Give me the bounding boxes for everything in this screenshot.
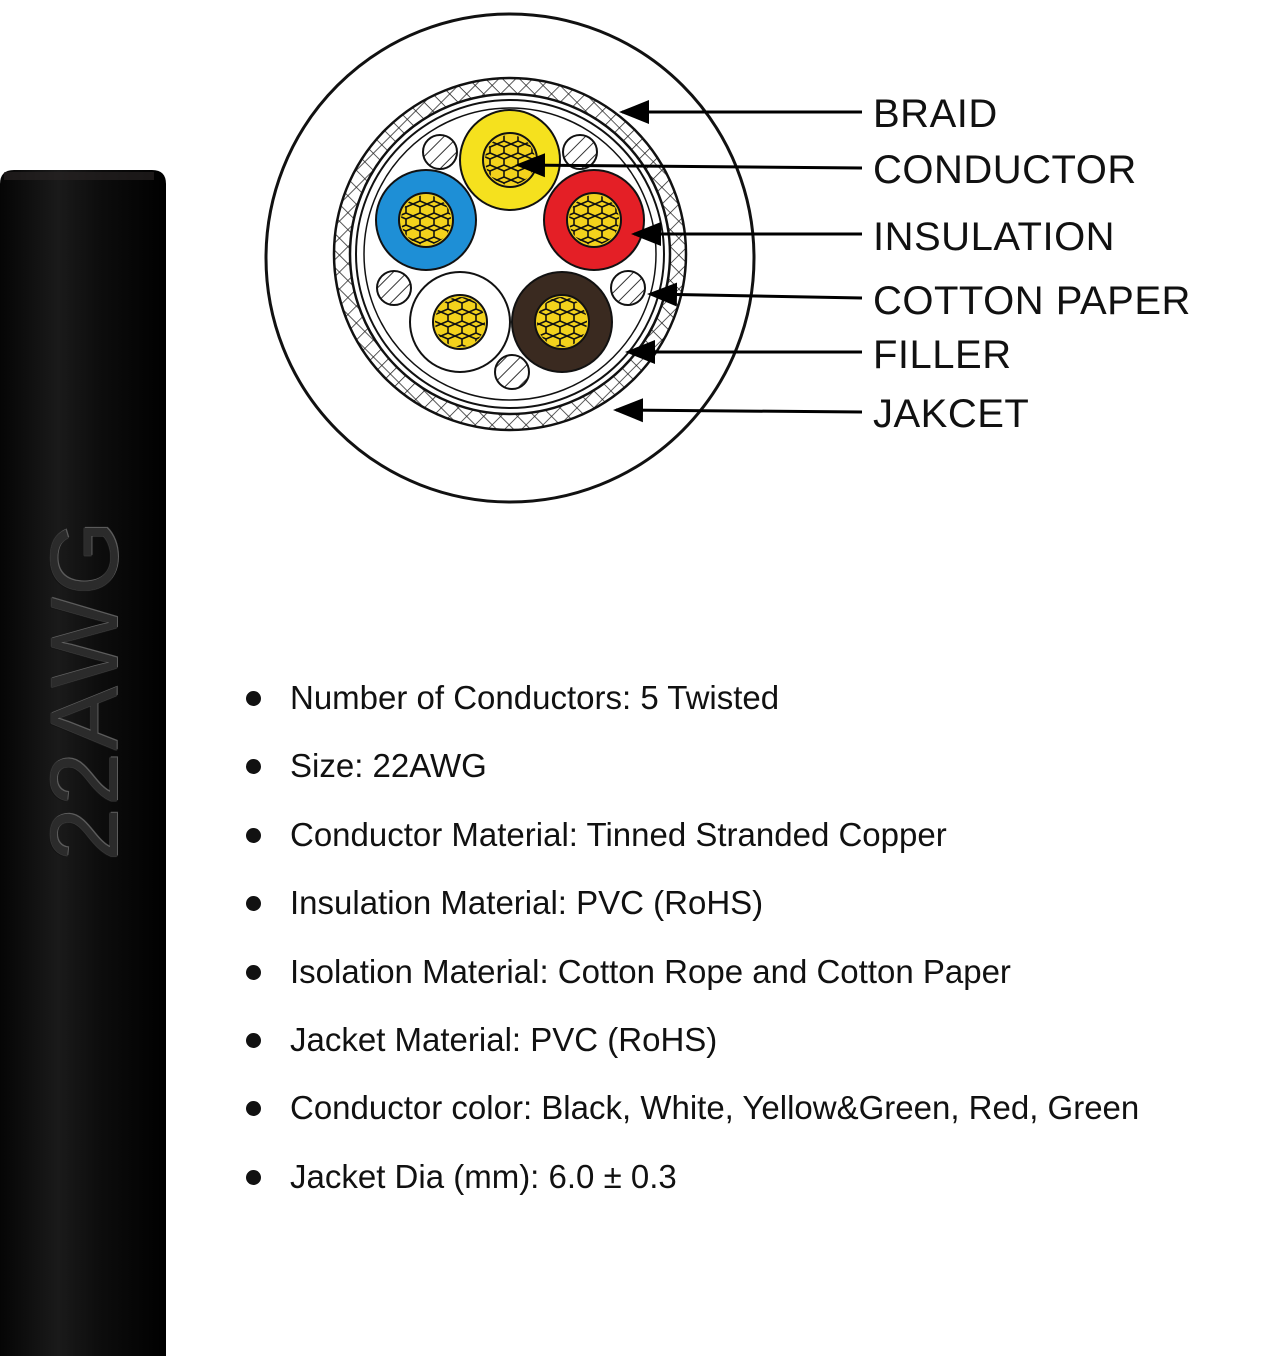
label-jacket: JAKCET bbox=[873, 392, 1030, 436]
cable-size-marking: 22AWG bbox=[31, 518, 138, 862]
cable-cross-section-diagram bbox=[264, 12, 863, 504]
bullet-icon bbox=[246, 1169, 261, 1185]
cable-photo bbox=[0, 170, 166, 1356]
conductor-leader bbox=[515, 153, 863, 178]
spec-text: Isolation Material: Cotton Rope and Cott… bbox=[290, 952, 1011, 990]
bullet-icon bbox=[246, 759, 261, 775]
label-braid: BRAID bbox=[873, 92, 998, 136]
jacket-leader bbox=[613, 398, 863, 423]
spec-item: Insulation Material: PVC (RoHS) bbox=[240, 877, 1139, 945]
bullet-icon bbox=[246, 1101, 261, 1117]
spec-text: Size: 22AWG bbox=[290, 747, 487, 785]
conductor-white bbox=[409, 271, 511, 373]
spec-item: Number of Conductors: 5 Twisted bbox=[240, 672, 1139, 740]
conductor-black bbox=[511, 271, 613, 373]
label-insulation: INSULATION bbox=[873, 215, 1116, 259]
bullet-icon bbox=[246, 827, 261, 843]
spec-item: Conductor color: Black, White, Yellow&Gr… bbox=[240, 1082, 1139, 1150]
spec-text: Insulation Material: PVC (RoHS) bbox=[290, 884, 764, 922]
cotton-paper-ring bbox=[355, 99, 665, 409]
label-cotton-paper: COTTON PAPER bbox=[873, 279, 1191, 323]
label-conductor: CONDUCTOR bbox=[873, 148, 1137, 192]
bullet-icon bbox=[246, 896, 261, 912]
spec-item: Conductor Material: Tinned Stranded Copp… bbox=[240, 809, 1139, 877]
spec-text: Conductor Material: Tinned Stranded Copp… bbox=[290, 815, 947, 853]
conductor-red bbox=[543, 169, 645, 271]
filler-group bbox=[376, 134, 646, 390]
bullet-icon bbox=[246, 691, 261, 706]
spec-list: Number of Conductors: 5 Twisted Size: 22… bbox=[240, 672, 1139, 1219]
cotton-paper-leader bbox=[647, 282, 863, 307]
spec-text: Conductor color: Black, White, Yellow&Gr… bbox=[290, 1089, 1140, 1127]
bullet-icon bbox=[246, 1032, 261, 1048]
spec-text: Number of Conductors: 5 Twisted bbox=[290, 679, 780, 716]
label-filler: FILLER bbox=[873, 333, 1012, 377]
bullet-icon bbox=[246, 964, 261, 980]
spec-text: Jacket Material: PVC (RoHS) bbox=[290, 1020, 718, 1058]
spec-text: Jacket Dia (mm): 6.0 ± 0.3 bbox=[290, 1157, 677, 1195]
spec-item: Jacket Material: PVC (RoHS) bbox=[240, 1014, 1139, 1082]
conductor-blue bbox=[375, 169, 477, 271]
spec-item: Size: 22AWG bbox=[240, 740, 1139, 808]
spec-item: Isolation Material: Cotton Rope and Cott… bbox=[240, 946, 1139, 1014]
conductor-yellow bbox=[459, 109, 561, 211]
spec-item: Jacket Dia (mm): 6.0 ± 0.3 bbox=[240, 1151, 1139, 1219]
